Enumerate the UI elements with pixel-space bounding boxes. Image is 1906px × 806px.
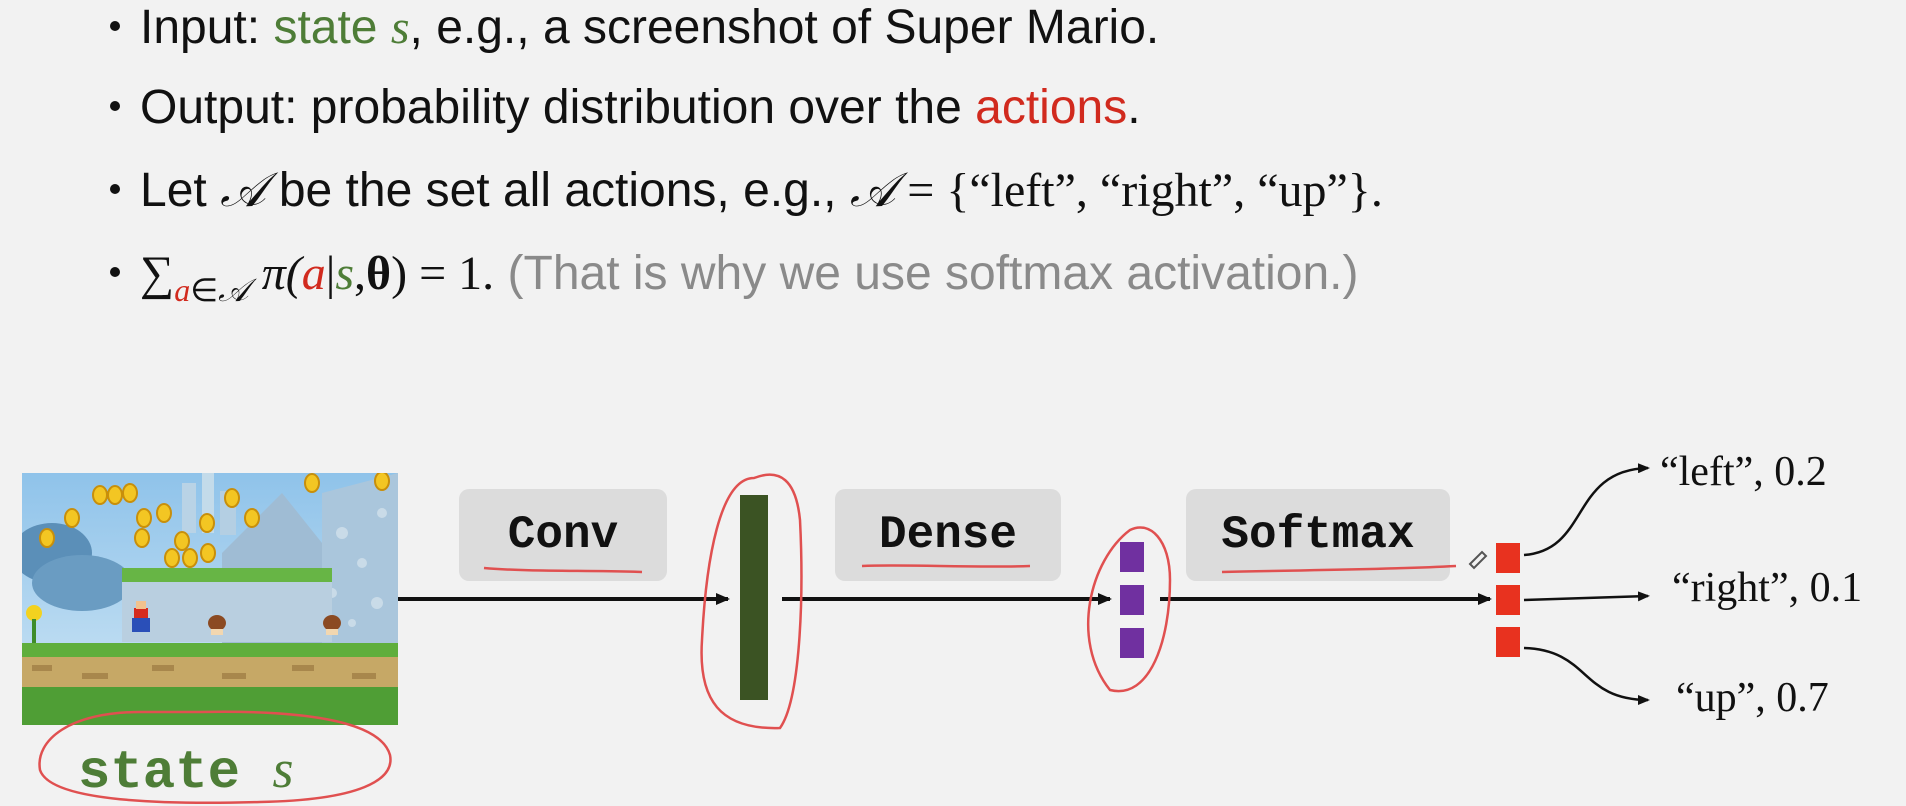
output-unit-up (1496, 627, 1520, 657)
dense-unit (1120, 585, 1144, 615)
arrow-to-left (1523, 463, 1650, 557)
action-set-symbol: 𝒜 (849, 162, 896, 218)
bullet-output: Output: probability distribution over th… (110, 80, 1141, 136)
pen-cursor-icon (1468, 550, 1488, 570)
underline-softmax (1221, 564, 1457, 574)
output-unit-left (1496, 543, 1520, 573)
formula-close: ) = 1. (391, 247, 495, 300)
sum-sub-set: 𝒜 (218, 271, 249, 309)
state-label-word: state (78, 743, 241, 804)
circle-conv-bar (700, 473, 803, 730)
bullet-dot (110, 267, 120, 278)
bullet-set-middle: be the set all actions, e.g., (265, 164, 850, 217)
output-right-label: “right”, 0.1 (1672, 565, 1863, 611)
conv-layer-box: Conv (459, 489, 667, 581)
arrow-to-right (1523, 591, 1650, 602)
sum-sub-a: a (174, 272, 191, 308)
bullet-sum: ∑a∈𝒜 π(a|s,θ) = 1. (That is why we use s… (110, 246, 1359, 309)
circle-state-label (38, 710, 392, 804)
bullet-dot (110, 21, 120, 32)
pi-open: π( (261, 247, 302, 300)
bullet-action-set: Let 𝒜 be the set all actions, e.g., 𝒜 = … (110, 162, 1383, 219)
bullet-dot (110, 101, 120, 112)
output-unit-right (1496, 585, 1520, 615)
formula-theta: θ (366, 247, 392, 300)
dense-unit (1120, 628, 1144, 658)
dense-label: Dense (878, 509, 1018, 561)
formula-bar: | (325, 247, 336, 300)
state-label: state s (78, 738, 293, 804)
action-set-equation: = {“left”, “right”, “up”}. (895, 164, 1383, 217)
state-word: state (273, 1, 378, 54)
formula-s: s (335, 247, 355, 300)
bullet-input-prefix: Input: (140, 1, 274, 54)
arrow-to-up (1523, 646, 1650, 705)
circle-dense-units (1086, 526, 1172, 693)
underline-dense (861, 564, 1031, 568)
output-up-label: “up”, 0.7 (1676, 675, 1829, 721)
action-set-symbol: 𝒜 (220, 162, 266, 218)
sum-symbol: ∑ (140, 247, 175, 300)
bullet-set-prefix: Let (140, 164, 221, 217)
game-screenshot (22, 473, 398, 725)
sum-sub-in: ∈ (190, 272, 219, 308)
conv-label: Conv (507, 509, 619, 561)
dense-unit (1120, 542, 1144, 572)
conv-feature-bar (740, 495, 768, 700)
underline-conv (483, 566, 643, 574)
actions-word: actions (975, 81, 1128, 134)
bullet-dot (110, 184, 120, 195)
bullet-output-suffix: . (1127, 81, 1141, 134)
softmax-label: Softmax (1221, 509, 1415, 561)
state-label-var: s (272, 739, 294, 799)
output-left-label: “left”, 0.2 (1660, 449, 1827, 495)
formula-a: a (301, 247, 326, 300)
bullet-input-suffix: , e.g., a screenshot of Super Mario. (409, 1, 1160, 54)
softmax-note: (That is why we use softmax activation.) (507, 247, 1359, 300)
formula-comma: , (354, 247, 367, 300)
super-mario-image (22, 473, 398, 725)
bullet-input: Input: state s, e.g., a screenshot of Su… (110, 0, 1159, 56)
softmax-layer-box: Softmax (1186, 489, 1450, 581)
bullet-output-prefix: Output: probability distribution over th… (140, 81, 976, 134)
state-variable: s (390, 1, 410, 54)
